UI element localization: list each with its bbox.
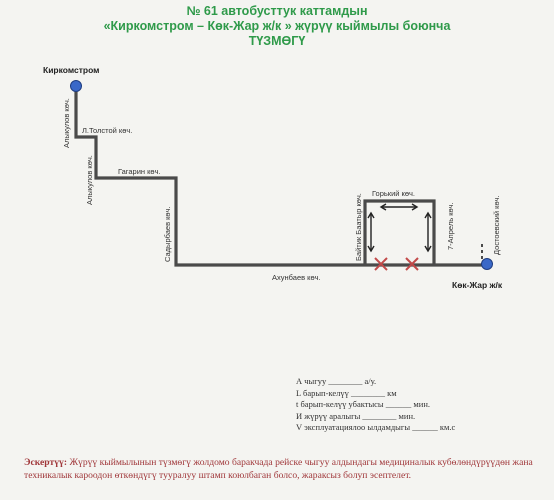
- route-map: Киркомстром Көк-Жар ж/к Алыкулов көч. Л.…: [43, 65, 503, 290]
- start-stop-marker[interactable]: [70, 80, 82, 92]
- stat-interval: И жүрүү аралыгы ________ мин.: [296, 410, 416, 421]
- footnote: Эскертүү: Жүрүү кыймылынын түзмөгү жолдо…: [24, 457, 539, 482]
- street-tolstoy: Л.Толстой көч.: [82, 126, 132, 135]
- footnote-label: Эскертүү:: [24, 457, 68, 468]
- street-sadyrbaev: Садырбаев көч.: [163, 206, 172, 262]
- detour-loop: [363, 199, 436, 265]
- route-line: [74, 88, 482, 267]
- street-alykulov-2: Алыкулов көч.: [85, 155, 94, 205]
- street-gorky: Горький көч.: [372, 189, 415, 198]
- end-stop-label: Көк-Жар ж/к: [452, 280, 503, 290]
- start-stop-label: Киркомстром: [43, 65, 99, 75]
- street-aprel: 7-Апрель көч.: [446, 202, 455, 250]
- closed-segment-marks: [374, 257, 419, 271]
- direction-arrows: [367, 203, 432, 253]
- end-stop-marker[interactable]: [481, 258, 493, 270]
- street-akhunbaev: Ахунбаев көч.: [272, 273, 321, 282]
- title-line-3: ТҮЗМӨГҮ: [248, 34, 306, 48]
- stat-departures: А чыгуу ________ а/у.: [296, 376, 377, 386]
- street-dostoevsky: Достоевский көч.: [492, 195, 501, 255]
- street-baitik: Байтик Баатыр көч.: [354, 193, 363, 261]
- stat-operating-speed: V эксплуатациялоо ылдамдыгы ______ км.с: [296, 422, 456, 432]
- title-line-1: № 61 автобусттук каттамдын: [186, 4, 368, 18]
- street-gagarin: Гагарин көч.: [118, 167, 161, 176]
- stat-round-trip-length: L барып-келүү ________ км: [296, 387, 397, 398]
- street-alykulov-1: Алыкулов көч.: [62, 98, 71, 148]
- stat-round-trip-time: t барып-келүү убактысы ______ мин.: [296, 399, 431, 409]
- title-line-2: «Киркомстром – Көк-Жар ж/к » жүрүү кыймы…: [103, 19, 451, 33]
- footnote-text: Жүрүү кыймылынын түзмөгү жолдомо баракча…: [24, 457, 533, 481]
- route-stats: А чыгуу ________ а/у. L барып-келүү ____…: [296, 376, 455, 434]
